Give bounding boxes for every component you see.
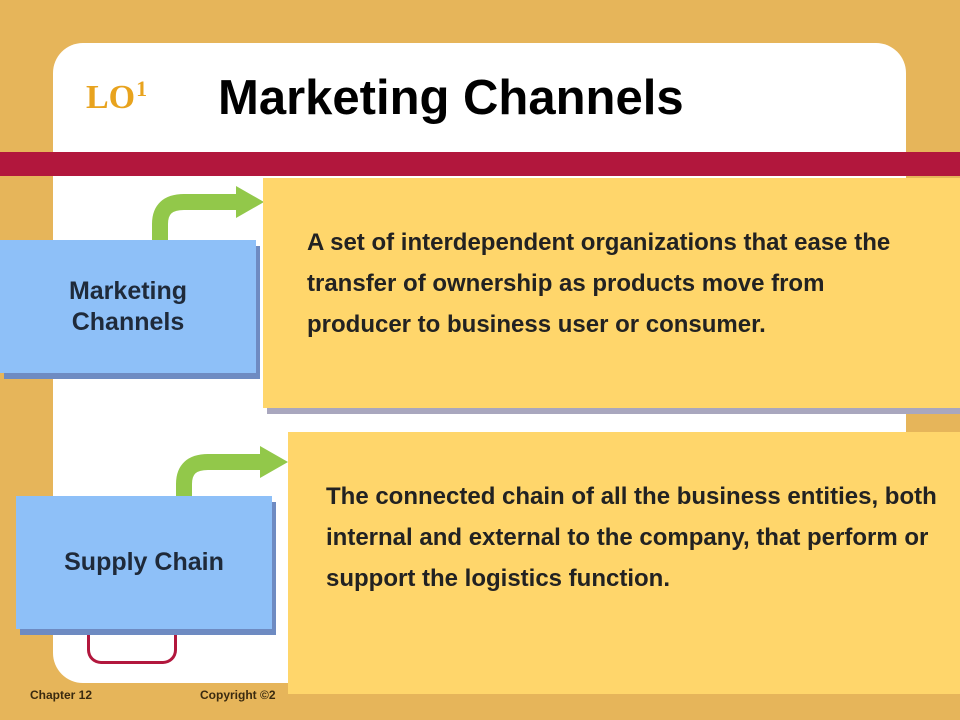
term-label: Supply Chain <box>64 548 224 576</box>
definition-box: The connected chain of all the business … <box>288 432 960 694</box>
slide-title: Marketing Channels <box>218 71 684 125</box>
footer-copyright: Copyright ©2 <box>200 688 276 702</box>
definition-text: The connected chain of all the business … <box>326 483 937 592</box>
learning-objective-label: LO1 <box>86 76 148 116</box>
curved-arrow-icon <box>176 446 288 502</box>
term-label: Marketing Channels <box>68 276 188 336</box>
definition-box: A set of interdependent organizations th… <box>263 178 960 408</box>
title-divider-band <box>0 152 960 176</box>
footer-chapter: Chapter 12 <box>30 688 93 702</box>
term-box: Marketing Channels <box>0 240 256 373</box>
definition-text: A set of interdependent organizations th… <box>307 229 891 338</box>
term-box: Supply Chain <box>16 496 272 629</box>
curved-arrow-icon <box>152 186 264 242</box>
